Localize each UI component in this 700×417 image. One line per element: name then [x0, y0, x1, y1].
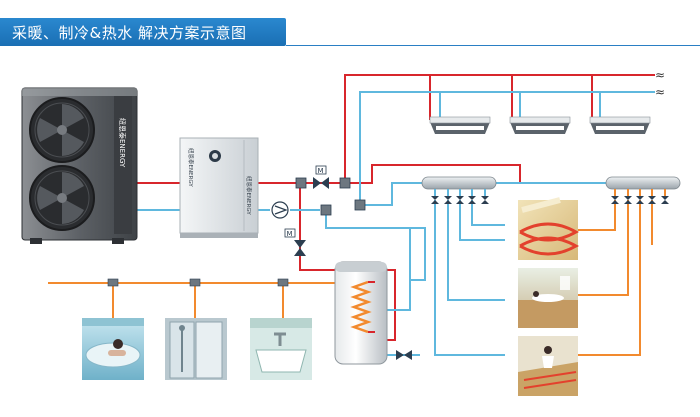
page-title: 采暖、制冷&热水 解决方案示意图 [12, 24, 247, 42]
air-duct-unit [589, 116, 651, 134]
outdoor-unit-brand-label: 纽恩泰ENERGY [118, 118, 127, 168]
pipe-break-symbol: ≈ [655, 85, 665, 99]
title-bar: 采暖、制冷&热水 解决方案示意图 [0, 18, 700, 48]
manifold-right [605, 176, 681, 204]
living-room-photo [518, 268, 578, 328]
return-pipes [137, 91, 655, 356]
motor-valve-top: M [313, 165, 329, 189]
tee-fitting [354, 199, 366, 211]
module-brand-label-left: 纽恩泰ENERGY [187, 148, 195, 187]
manifold-left [421, 176, 497, 204]
tank-inlet-valve [396, 350, 412, 360]
indoor-hydro-module: 纽恩泰ENERGY 纽恩泰ENERGY [179, 137, 259, 238]
hot-water-tee [107, 278, 289, 287]
fan-icon [29, 165, 95, 231]
pump-icon [271, 201, 289, 219]
outdoor-heat-pump-unit: 纽恩泰ENERGY [21, 87, 138, 244]
tee-fitting [295, 177, 307, 189]
motor-valve-bottom-label: M [287, 230, 293, 238]
logo-badge-icon [209, 150, 221, 162]
motor-valve-top-label: M [318, 167, 324, 175]
person-on-floor-photo [518, 336, 578, 396]
module-brand-label-right: 纽恩泰ENERGY [245, 176, 253, 215]
title-banner: 采暖、制冷&热水 解决方案示意图 [0, 18, 286, 46]
tee-fitting [339, 177, 351, 189]
pipe-break-symbol: ≈ [655, 68, 665, 82]
air-duct-unit [509, 116, 571, 134]
title-rule [286, 45, 700, 46]
sink-photo [250, 318, 312, 380]
coil-icon [350, 280, 372, 334]
motor-valve-bottom: M [284, 228, 306, 256]
bathtub-photo [82, 318, 144, 380]
fan-icon [29, 97, 95, 163]
floor-heating-photo [518, 197, 580, 260]
air-duct-unit [429, 116, 491, 134]
tee-fitting [320, 204, 332, 216]
water-tank-icon [334, 261, 388, 365]
shower-photo [165, 318, 227, 380]
